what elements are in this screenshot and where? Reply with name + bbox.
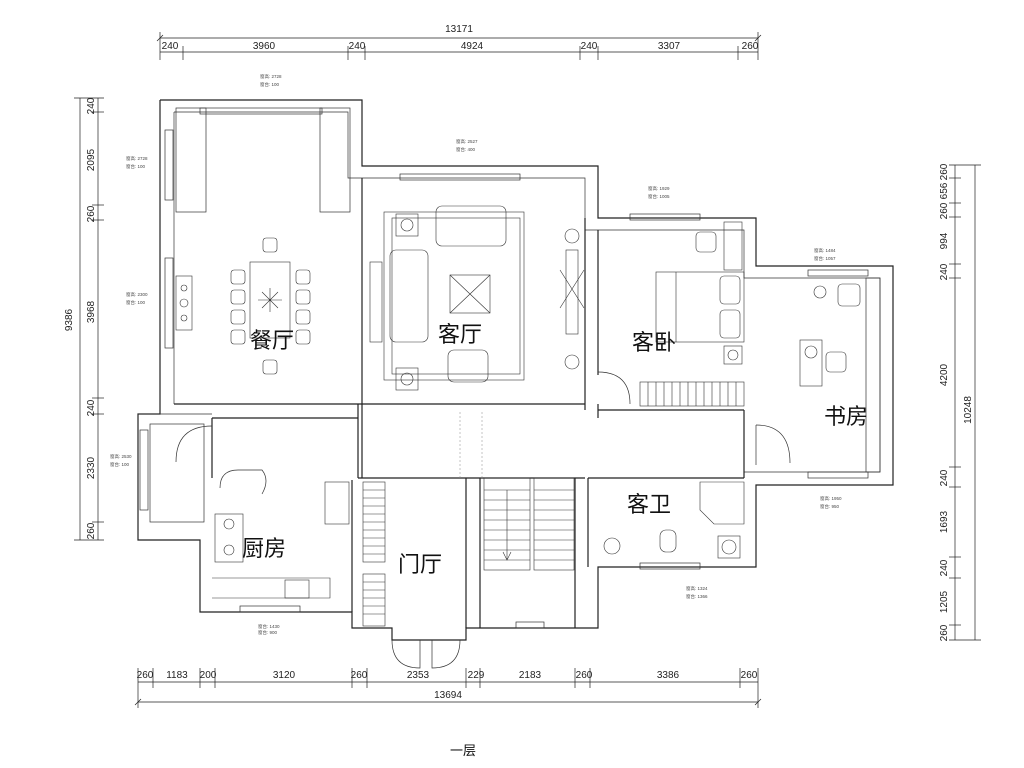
bottom-dim-3: 200	[200, 670, 217, 681]
note-dining-top-1: 窗高: 2728	[260, 73, 282, 80]
top-dim-2: 3960	[253, 41, 276, 52]
top-dimension: 13171 240 3960 240 4924 240 3307 260	[156, 24, 762, 60]
entrance-cabinet	[362, 481, 386, 627]
note-bedroom-1: 窗高: 1929	[648, 185, 670, 192]
note-bath-2: 窗台: 1366	[686, 593, 708, 600]
bottom-dim-1: 260	[137, 670, 154, 681]
top-dim-4: 4924	[461, 41, 484, 52]
right-dim-11: 260	[939, 624, 950, 641]
guest-bed	[639, 221, 745, 407]
bathroom-fixtures	[603, 481, 745, 559]
note-study-1: 窗高: 1484	[814, 247, 836, 254]
right-dim-10: 1205	[939, 590, 950, 613]
bottom-dim-4: 3120	[273, 670, 296, 681]
corridor-guides	[459, 412, 483, 478]
note-study-bottom-1: 窗高: 1950	[820, 495, 842, 502]
note-living-1: 窗高: 2527	[456, 138, 478, 145]
bottom-dim-10: 3386	[657, 670, 680, 681]
left-total-dim: 9386	[64, 308, 75, 331]
room-label-kitchen: 厨房	[242, 537, 286, 562]
note-dining-mid-2: 窗台: 100	[126, 299, 146, 306]
left-dim-1: 240	[86, 97, 97, 114]
staircase	[483, 477, 575, 571]
note-study-bottom-2: 窗台: 950	[820, 503, 840, 510]
bottom-dim-9: 260	[576, 670, 593, 681]
note-dining-top-2: 窗台: 100	[260, 81, 280, 88]
note-dining-left-1: 窗高: 2728	[126, 155, 148, 162]
bottom-dim-8: 2183	[519, 670, 542, 681]
living-room-sofa-set	[369, 205, 585, 391]
room-label-study: 书房	[824, 405, 868, 430]
left-dim-3: 260	[86, 205, 97, 222]
right-dim-9: 240	[939, 559, 950, 576]
window-notes: 窗高: 2728 窗台: 100 窗高: 2728 窗台: 100 窗高: 23…	[110, 73, 842, 636]
bottom-dim-5: 260	[351, 670, 368, 681]
right-total-dim: 10248	[963, 396, 974, 424]
right-dim-5: 240	[939, 263, 950, 280]
note-study-2: 窗台: 1057	[814, 255, 836, 262]
note-kitchen-bottom-1: 窗台: 1430	[258, 623, 280, 630]
floor-label: 一层	[450, 744, 476, 759]
right-dim-3: 260	[939, 202, 950, 219]
left-dim-6: 2330	[86, 456, 97, 479]
walls	[137, 99, 894, 669]
bottom-total-dim: 13694	[434, 690, 462, 701]
top-dim-7: 260	[742, 41, 759, 52]
windows	[139, 107, 881, 629]
study-desk	[799, 283, 861, 387]
left-dim-2: 2095	[86, 148, 97, 171]
right-dim-6: 4200	[939, 363, 950, 386]
left-dim-5: 240	[86, 399, 97, 416]
right-dim-2: 656	[939, 182, 950, 199]
right-dim-7: 240	[939, 469, 950, 486]
top-dim-3: 240	[349, 41, 366, 52]
room-label-entrance: 门厅	[398, 553, 442, 578]
right-dimension: 260 656 260 994 240 4200 240 1693 240 12…	[939, 163, 981, 641]
left-dim-4: 3968	[86, 300, 97, 323]
left-dimension: 240 2095 260 3968 240 2330 260 9386	[64, 97, 104, 541]
right-dim-8: 1693	[939, 510, 950, 533]
note-kitchen-left-2: 窗台: 100	[110, 461, 130, 468]
bottom-dim-2: 1183	[166, 670, 188, 681]
top-dim-6: 3307	[658, 41, 681, 52]
right-dim-1: 260	[939, 163, 950, 180]
top-dim-1: 240	[162, 41, 179, 52]
right-dim-4: 994	[939, 232, 950, 249]
note-dining-mid-1: 窗高: 2300	[126, 291, 148, 298]
top-dim-5: 240	[581, 41, 598, 52]
note-bath-1: 窗高: 1324	[686, 585, 708, 592]
note-bedroom-2: 窗台: 1005	[648, 193, 670, 200]
bottom-dimension: 260 1183 200 3120 260 2353 229 2183 260 …	[134, 668, 762, 708]
dining-table-set	[175, 237, 311, 375]
top-total-dim: 13171	[445, 24, 473, 35]
room-label-dining: 餐厅	[250, 329, 294, 354]
room-label-guest-bath: 客卫	[627, 493, 671, 518]
note-kitchen-left-1: 窗高: 2530	[110, 453, 132, 460]
room-label-guest-bedroom: 客卧	[632, 331, 676, 356]
note-kitchen-bottom-2: 窗台: 900	[258, 629, 278, 636]
bottom-dim-6: 2353	[407, 670, 430, 681]
note-dining-left-2: 窗台: 100	[126, 163, 146, 170]
bottom-dim-7: 229	[468, 670, 485, 681]
note-living-2: 窗台: 400	[456, 146, 476, 153]
bottom-dim-11: 260	[741, 670, 758, 681]
kitchen-fixtures	[212, 481, 350, 599]
left-dim-7: 260	[86, 522, 97, 539]
room-label-living: 客厅	[438, 323, 482, 348]
